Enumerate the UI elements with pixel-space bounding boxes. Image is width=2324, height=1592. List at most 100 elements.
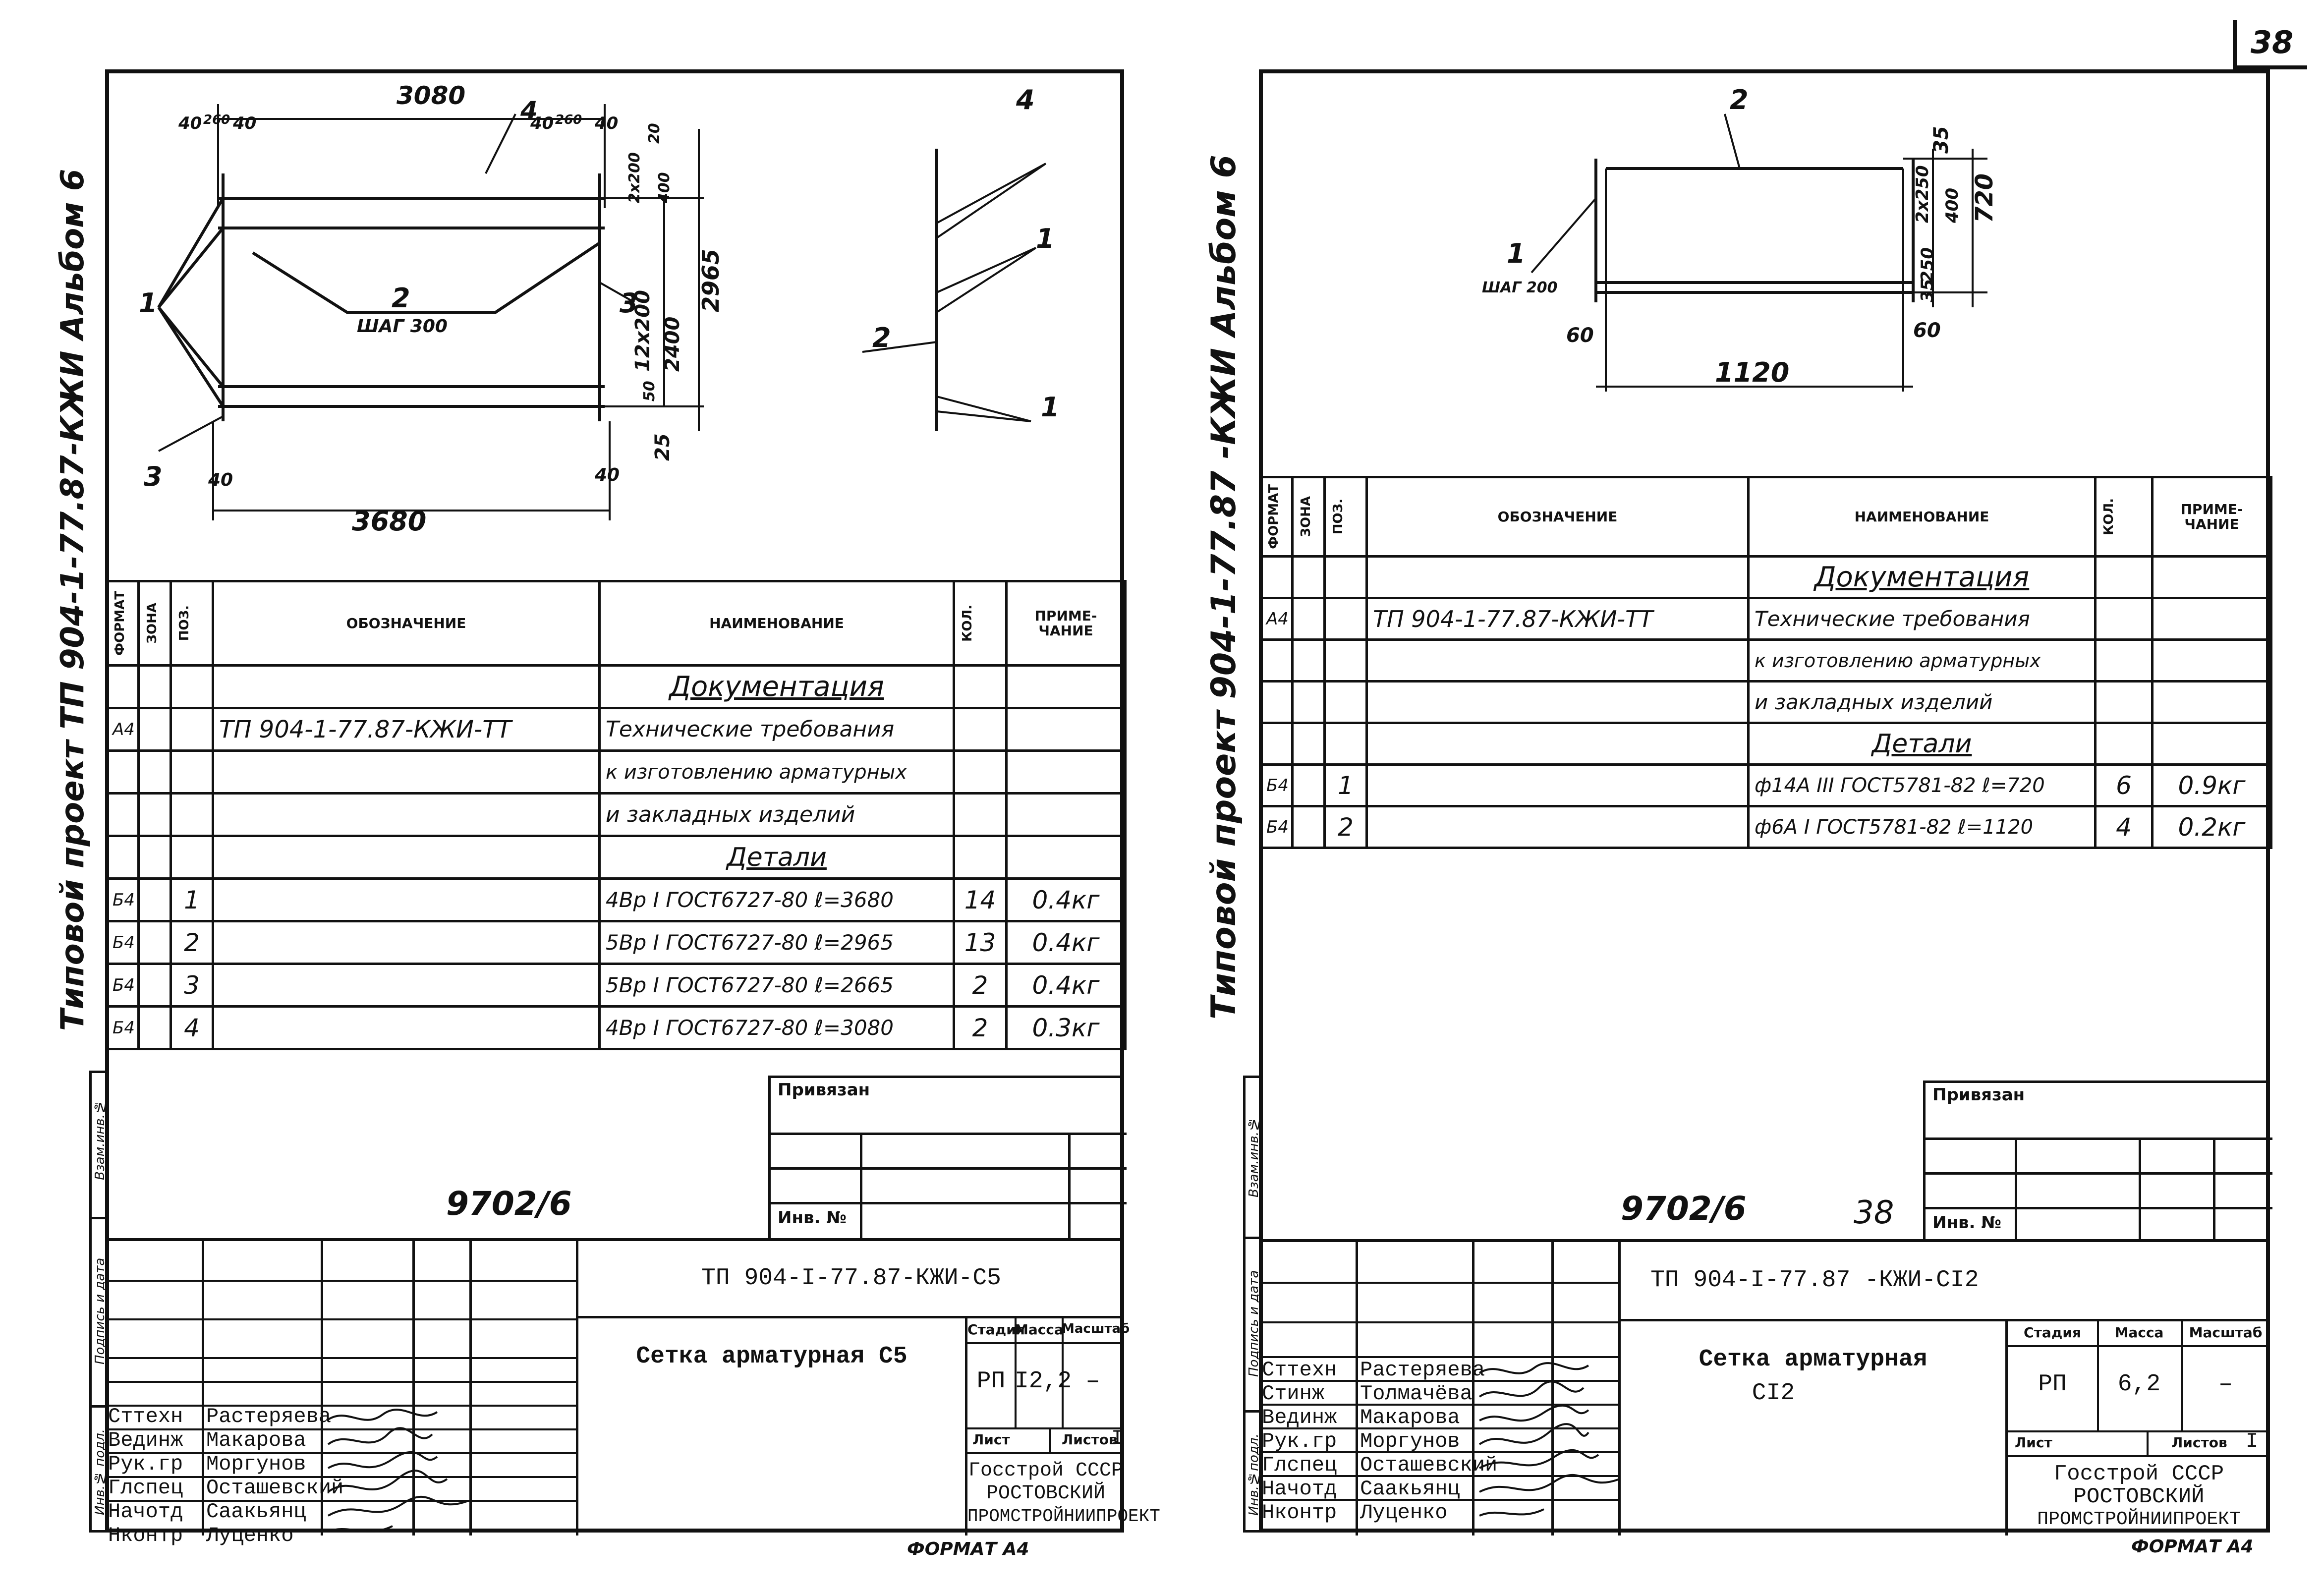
label-1-left: 1 <box>139 287 158 319</box>
label-step-200: ШАГ 200 <box>1482 279 1557 296</box>
table-row: Документация <box>105 664 1127 709</box>
spec-table-header: ФОРМАТ ЗОНА ПОЗ. ОБОЗНАЧЕНИЕ НАИМЕНОВАНИ… <box>1259 476 2272 558</box>
table-row: к изготовлению арматурных <box>105 749 1127 795</box>
col-format: ФОРМАТ <box>105 580 140 667</box>
tb-lists: I <box>1111 1426 1124 1450</box>
tb-title: Сетка арматурная <box>1699 1346 1927 1373</box>
dim-400: 400 <box>1942 188 1962 224</box>
tb-doc-code: ТП 904-I-77.87-КЖИ-С5 <box>701 1265 1001 1292</box>
dim-2x250: 2x250 <box>1913 165 1932 223</box>
dim-40d: 40 <box>594 114 618 133</box>
col-qty: КОЛ. <box>2094 476 2154 558</box>
dim-40-bottom-left: 40 <box>208 470 233 490</box>
dim-20: 20 <box>646 123 663 144</box>
mesh-c12 <box>1530 114 1987 392</box>
sheet-right-side-title: Типовой проект 904-1-77.87 -КЖИ Альбом 6 <box>1204 155 1244 1020</box>
tb-signatures <box>1478 1362 1619 1517</box>
col-format: ФОРМАТ <box>1259 476 1294 558</box>
table-row: Документация <box>1259 555 2272 599</box>
tb-stage-grid: Стадия Масса Масштаб РП 6,2 – Лист Листо… <box>2008 1321 2270 1535</box>
tb-scale-label: Масштаб <box>2189 1324 2263 1341</box>
mesh-c5 <box>157 104 1047 520</box>
tb-list-label: Лист <box>972 1431 1010 1448</box>
dim-40b: 40 <box>232 114 256 133</box>
sheet-right-spec-table: ФОРМАТ ЗОНА ПОЗ. ОБОЗНАЧЕНИЕ НАИМЕНОВАНИ… <box>1259 476 2272 849</box>
dim-50: 50 <box>641 381 658 401</box>
tb-list-label: Лист <box>2015 1434 2052 1451</box>
sheet-left-title-block: Сттехн Вединж Рук.гр Глспец Начотд Нконт… <box>105 1238 1160 1547</box>
sheet-right-title-block: Сттехн Стинж Вединж Рук.гр Глспец Начотд… <box>1259 1239 2270 1535</box>
tb-lists: I <box>2246 1429 2259 1453</box>
sheet-left-drawing: 3080 40 260 40 40 260 40 4 20 2x200 400 … <box>139 81 1060 537</box>
table-row: и закладных изделий <box>1259 680 2272 724</box>
dim-3080: 3080 <box>397 81 465 110</box>
table-row: А4 ТП 904-1-77.87-КЖИ-ТТ Технические тре… <box>105 707 1127 752</box>
col-pos: ПОЗ. <box>170 580 214 667</box>
page-number-box: 38 <box>2233 20 2307 69</box>
col-designation: ОБОЗНАЧЕНИЕ <box>212 580 601 667</box>
col-note: ПРИМЕ-ЧАНИЕ <box>1005 580 1127 667</box>
dim-2400: 2400 <box>661 317 684 372</box>
col-name: НАИМЕНОВАНИЕ <box>1747 476 2097 558</box>
inv-no-label: Инв. № <box>1932 1213 2002 1233</box>
table-row: А4 ТП 904-1-77.87-КЖИ-ТТ Технические тре… <box>1259 597 2272 641</box>
tb-signatures <box>327 1409 467 1533</box>
tb-stage: РП <box>2038 1371 2067 1398</box>
label-2-side: 2 <box>872 322 891 353</box>
dim-260a: 260 <box>203 113 230 127</box>
tb-org: Госстрой СССР РОСТОВСКИЙ ПРОМСТРОЙНИИПРО… <box>967 1460 1160 1527</box>
col-designation: ОБОЗНАЧЕНИЕ <box>1365 476 1750 558</box>
col-zone: ЗОНА <box>137 580 172 667</box>
col-zone: ЗОНА <box>1291 476 1326 558</box>
label-4-top: 4 <box>520 96 538 125</box>
tb-mass-label: Масса <box>1015 1321 1064 1338</box>
table-row: Детали <box>1259 722 2272 766</box>
dim-35-top: 35 <box>1930 126 1953 154</box>
stamp-vzam-inv: Взам.инв.№ <box>93 1099 108 1181</box>
table-row: Б4 2 5Вр I ГОСТ6727-80 ℓ=2965 13 0.4кг <box>105 920 1127 965</box>
sheet-right-code: 9702/6 <box>1621 1190 1747 1228</box>
tb-mass-label: Масса <box>2114 1324 2164 1341</box>
col-qty: КОЛ. <box>953 580 1008 667</box>
label-3-bottom: 3 <box>144 461 163 492</box>
sheet-right-format-label: ФОРМАТ А4 <box>2131 1536 2254 1557</box>
dim-2965: 2965 <box>697 249 724 312</box>
sheet-left-stamp-column: Взам.инв.№ Подпись и дата Инв.№ подл. <box>89 1071 109 1533</box>
sheet-left-spec-table: ФОРМАТ ЗОНА ПОЗ. ОБОЗНАЧЕНИЕ НАИМЕНОВАНИ… <box>105 580 1127 1050</box>
table-row: к изготовлению арматурных <box>1259 638 2272 682</box>
tb-org: Госстрой СССР РОСТОВСКИЙ ПРОМСТРОЙНИИПРО… <box>2037 1462 2241 1530</box>
table-row: Б4 1 ф14А III ГОСТ5781-82 ℓ=720 6 0.9кг <box>1259 763 2272 807</box>
sheet-right-stamp-column: Взам.инв.№ Подпись и дата Инв.№подл. <box>1243 1076 1263 1533</box>
tb-title-line2: СI2 <box>1752 1380 1795 1407</box>
tb-doc-code-cell: ТП 904-I-77.87-КЖИ-С5 <box>578 1241 1124 1318</box>
dim-720: 720 <box>1971 173 1998 223</box>
tb-scale-label: Масштаб <box>1062 1321 1130 1336</box>
spec-table-header: ФОРМАТ ЗОНА ПОЗ. ОБОЗНАЧЕНИЕ НАИМЕНОВАНИ… <box>105 580 1127 667</box>
label-1-side-bottom: 1 <box>1041 392 1060 423</box>
inv-no-label: Инв. № <box>778 1208 847 1228</box>
tb-stage-grid: Стадия Масса Масштаб РП I2,2 – Лист Лист… <box>967 1318 1160 1535</box>
tb-lists-label: Листов <box>2171 1434 2227 1451</box>
dim-25: 25 <box>651 433 674 461</box>
tb-title-cell: Сетка арматурная С5 <box>578 1318 965 1535</box>
tb-names: Растеряева Толмачёва Макарова Моргунов О… <box>1360 1358 1498 1525</box>
tb-mass: I2,2 <box>1015 1368 1072 1395</box>
tb-doc-code: ТП 904-I-77.87 -КЖИ-СI2 <box>1650 1267 1979 1294</box>
col-note: ПРИМЕ-ЧАНИЕ <box>2151 476 2272 558</box>
label-4-side: 4 <box>1016 84 1035 115</box>
table-row: Б4 2 ф6А I ГОСТ5781-82 ℓ=1120 4 0.2кг <box>1259 805 2272 849</box>
dim-40-bottom-right: 40 <box>594 465 620 485</box>
label-3-right: 3 <box>620 287 638 319</box>
dim-12x200: 12x200 <box>631 290 654 372</box>
dim-2x200: 2x200 <box>626 152 643 203</box>
dim-40c: 40 <box>530 114 554 133</box>
stamp-vzam-inv: Взам.инв.№ <box>1247 1117 1261 1198</box>
dim-60-right: 60 <box>1913 319 1941 342</box>
tb-stage-label: Стадия <box>2024 1324 2081 1341</box>
sheet-left-privyazan-box: Привязан Инв. № <box>768 1076 1127 1241</box>
dim-40a: 40 <box>178 114 202 133</box>
label-2-mesh: 2 <box>392 283 410 314</box>
dim-250: 250 <box>1918 247 1937 283</box>
label-1: 1 <box>1507 238 1526 269</box>
table-row: Б4 3 5Вр I ГОСТ6727-80 ℓ=2665 2 0.4кг <box>105 963 1127 1008</box>
